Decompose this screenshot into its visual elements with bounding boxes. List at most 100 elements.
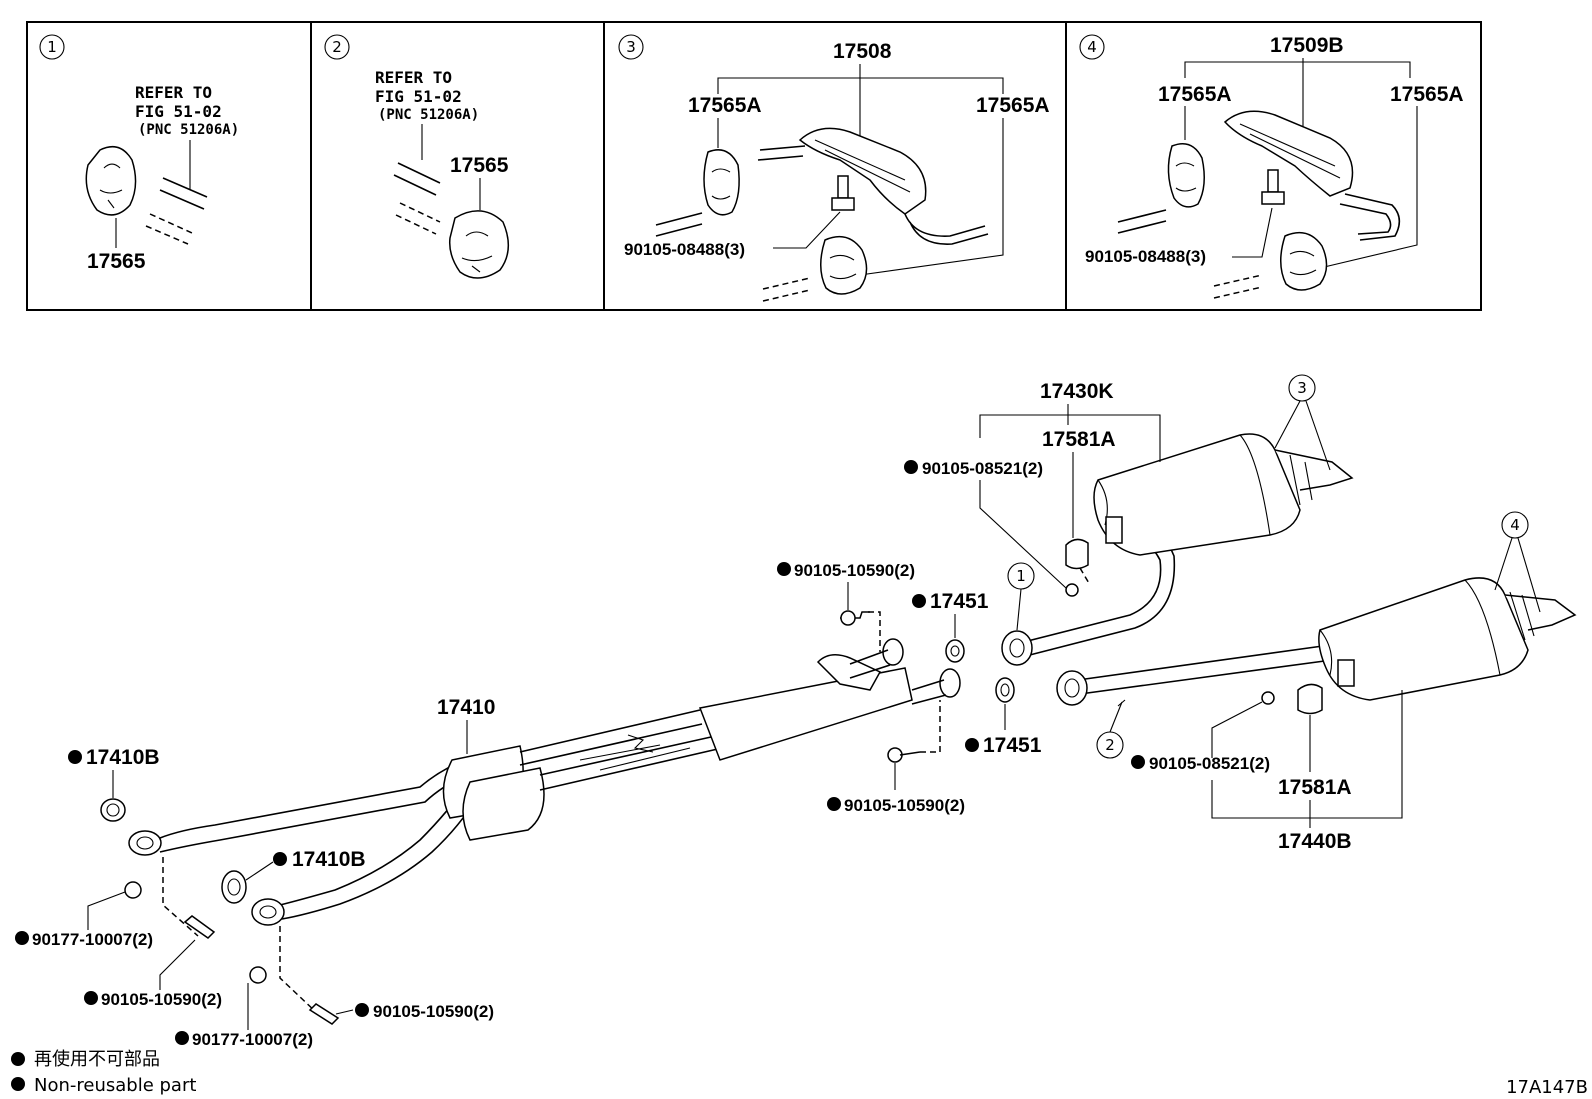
upper-assy-callout: 17430K 17581A 90105-08521(2) [904,380,1161,589]
lower-tip-icon [1297,683,1323,715]
upper-tip-label: 17581A [1042,428,1116,451]
front-left-connections [100,798,340,1025]
hanger-rubber-icon [1280,231,1328,291]
panel-3-left-part-label: 17565A [688,94,762,117]
hanger-rubber-icon [1167,143,1205,208]
legend-line-2: Non-reusable part [34,1075,196,1096]
nut-icon [124,881,142,899]
bolt-icon [1261,169,1285,205]
upper-muffler-assembly [1001,433,1354,666]
bolt-c-label: 90177-10007(2) [192,1030,313,1049]
panel-2-refer-line3: (PNC 51206A) [378,107,479,123]
gasket-right-label: 17410B [292,848,366,871]
panel-3-right-part-label: 17565A [976,94,1050,117]
lower-hanger [1337,659,1355,687]
hanger-rubber-icon [448,210,509,279]
bracket-icon [1223,110,1401,241]
panel-4-bracket-label: 17509B [1270,34,1344,57]
callout-2: 2 [1096,701,1124,759]
gasket-right-callout: 17410B [245,848,366,881]
callout-4: 4 [1494,511,1541,613]
inlet-flange [1001,630,1033,666]
upper-hanger [1105,516,1123,544]
panel-1-refer-line2: FIG 51-02 [135,102,222,121]
bolt-icon [887,747,903,763]
flange-lower [939,668,961,698]
catalytic-converter-lower [462,767,545,841]
svg-text:3: 3 [1297,379,1307,397]
lower-assy-callout: 90105-08521(2) 17581A 17440B [1131,690,1403,853]
center-heat-shield [698,667,913,761]
panel-4-number: 4 [1087,38,1097,56]
gasket-center-top-label: 17451 [930,590,989,613]
panel-4-bolt-label: 90105-08488(3) [1085,247,1206,266]
bolt-icon [831,175,855,211]
bolt-d-callout: 90105-10590(2) [335,1002,494,1021]
upper-muffler-body [1093,433,1301,556]
bolt-center-top-callout: 90105-10590(2) [777,561,915,610]
legend-line-1: 再使用不可部品 [34,1049,160,1070]
panel-3-bracket-label: 17508 [833,40,892,63]
svg-text:4: 4 [1510,516,1520,534]
panel-3-bolt-label: 90105-08488(3) [624,240,745,259]
bolt-center-top-label: 90105-10590(2) [794,561,915,580]
front-y-pipe [159,638,961,920]
upper-tailpipe [1274,449,1354,491]
lower-assy-label: 17440B [1278,830,1352,853]
bolt-icon [1261,691,1275,705]
panel-1-refer-line1: REFER TO [135,83,212,102]
inset-panel-4: 4 17509B 17565A 17565A 90105-08488(3) [1079,34,1464,299]
non-reusable-bullet-icon [11,1052,25,1066]
front-pipe-label: 17410 [437,696,495,719]
inlet-flange [1056,670,1088,706]
bolt-icon [308,1003,340,1025]
flange-upper [882,638,904,666]
inset-panel-1: 1 REFER TO FIG 51-02 (PNC 51206A) 17565 [39,34,239,273]
bolt-b-label: 90105-10590(2) [101,990,222,1009]
panel-2-number: 2 [332,38,342,56]
panel-2-part-label: 17565 [450,154,509,177]
hanger-rubber-icon [85,145,137,216]
nut-icon [249,966,267,984]
gasket-center-top-callout: 17451 [912,590,989,638]
panel-1-part-label: 17565 [87,250,146,273]
upper-bolt-label: 90105-08521(2) [922,459,1043,478]
bracket-icon [757,127,989,245]
gasket-center-bottom-callout: 17451 [965,704,1042,757]
figure-code: 17A147B [1506,1077,1588,1098]
svg-text:1: 1 [1016,567,1026,585]
upper-assy-label: 17430K [1040,380,1114,403]
gasket-left-callout: 17410B [68,746,160,798]
panel-4-left-part-label: 17565A [1158,83,1232,106]
bolt-center-bottom-label: 90105-10590(2) [844,796,965,815]
svg-text:2: 2 [1105,736,1115,754]
lower-muffler-assembly [1056,577,1577,715]
non-reusable-bullet-icon [11,1077,25,1091]
callout-1: 1 [1007,562,1035,631]
center-hanger-bracket [816,654,882,691]
upper-tip-icon [1065,538,1089,570]
panel-3-number: 3 [626,38,636,56]
panel-2-refer-line1: REFER TO [375,68,452,87]
inset-panels-frame [26,21,1482,311]
bolt-icon [1065,583,1079,597]
bolt-c-callout: 90177-10007(2) [175,983,313,1049]
bolt-center-bottom-callout: 90105-10590(2) [827,763,965,815]
gasket-icon [995,677,1015,703]
panel-2-refer-line2: FIG 51-02 [375,87,462,106]
bolt-a-callout: 90177-10007(2) [15,891,153,949]
lower-tailpipe [1504,594,1577,631]
legend: 再使用不可部品 Non-reusable part [11,1049,196,1096]
center-connections [840,610,1015,763]
gasket-icon [221,870,247,904]
panel-1-number: 1 [47,38,57,56]
bolt-a-label: 90177-10007(2) [32,930,153,949]
lower-tip-label: 17581A [1278,776,1352,799]
bolt-d-label: 90105-10590(2) [373,1002,494,1021]
gasket-icon [100,798,126,822]
callout-3: 3 [1274,374,1331,471]
bolt-icon [183,915,216,939]
inset-panel-3: 3 17508 17565A 17565A 90105-08488(3) [618,34,1050,302]
hanger-rubber-icon [820,235,868,295]
